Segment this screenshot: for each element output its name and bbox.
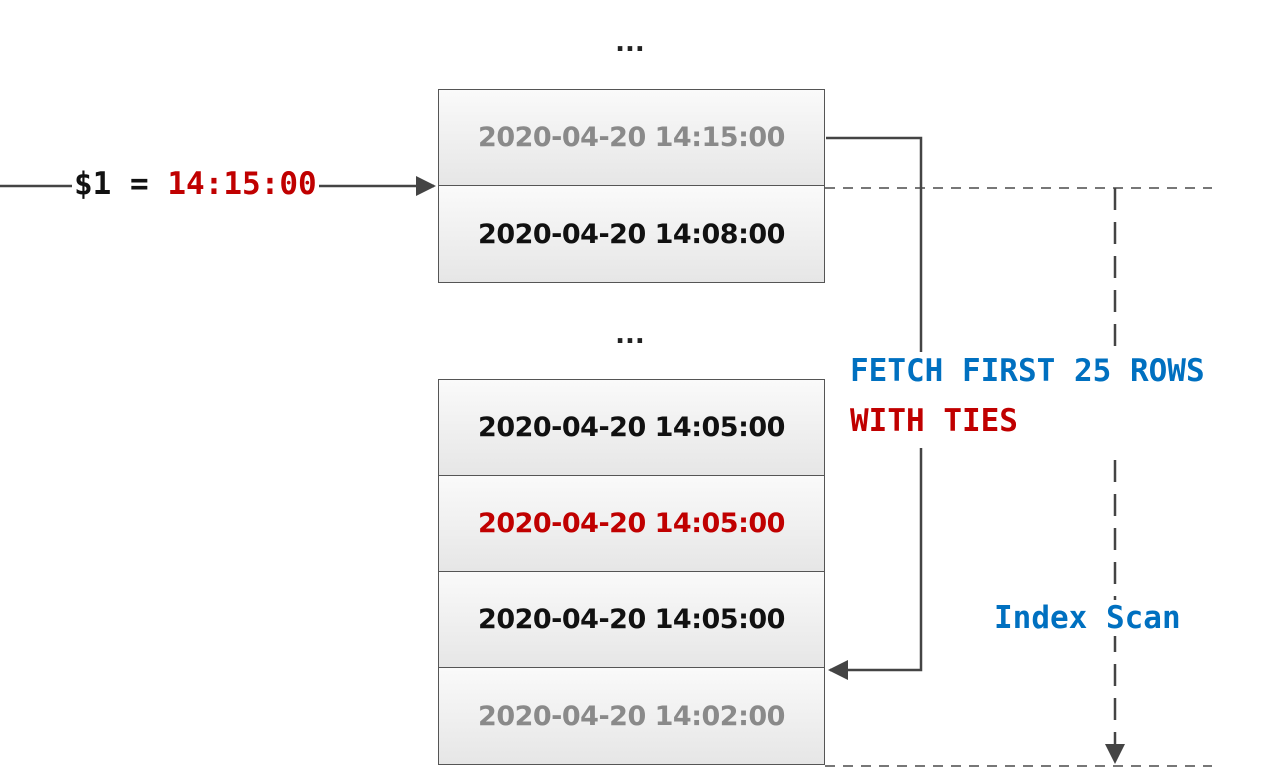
param-name: $1: [74, 166, 112, 202]
top-ellipsis: ...: [615, 28, 645, 58]
fetch-first-label: FETCH FIRST 25 ROWS: [850, 353, 1205, 389]
fetch-label-mask: [846, 352, 1278, 448]
param-value: 14:15:00: [167, 166, 317, 202]
index-row: 2020-04-20 14:15:00: [439, 90, 824, 186]
param-equals: =: [130, 166, 149, 202]
index-rows-bottom: 2020-04-20 14:05:00 2020-04-20 14:05:00 …: [438, 379, 825, 765]
index-row-tie: 2020-04-20 14:05:00: [439, 476, 824, 572]
index-row: 2020-04-20 14:05:00: [439, 380, 824, 476]
middle-ellipsis: ...: [615, 320, 645, 350]
index-rows-top: 2020-04-20 14:15:00 2020-04-20 14:08:00: [438, 89, 825, 283]
index-row: 2020-04-20 14:08:00: [439, 186, 824, 282]
parameter-label: $1 = 14:15:00: [72, 166, 319, 202]
with-ties-label: WITH TIES: [850, 403, 1018, 439]
index-row: 2020-04-20 14:05:00: [439, 572, 824, 668]
index-scan-label: Index Scan: [990, 600, 1185, 636]
index-row: 2020-04-20 14:02:00: [439, 668, 824, 764]
